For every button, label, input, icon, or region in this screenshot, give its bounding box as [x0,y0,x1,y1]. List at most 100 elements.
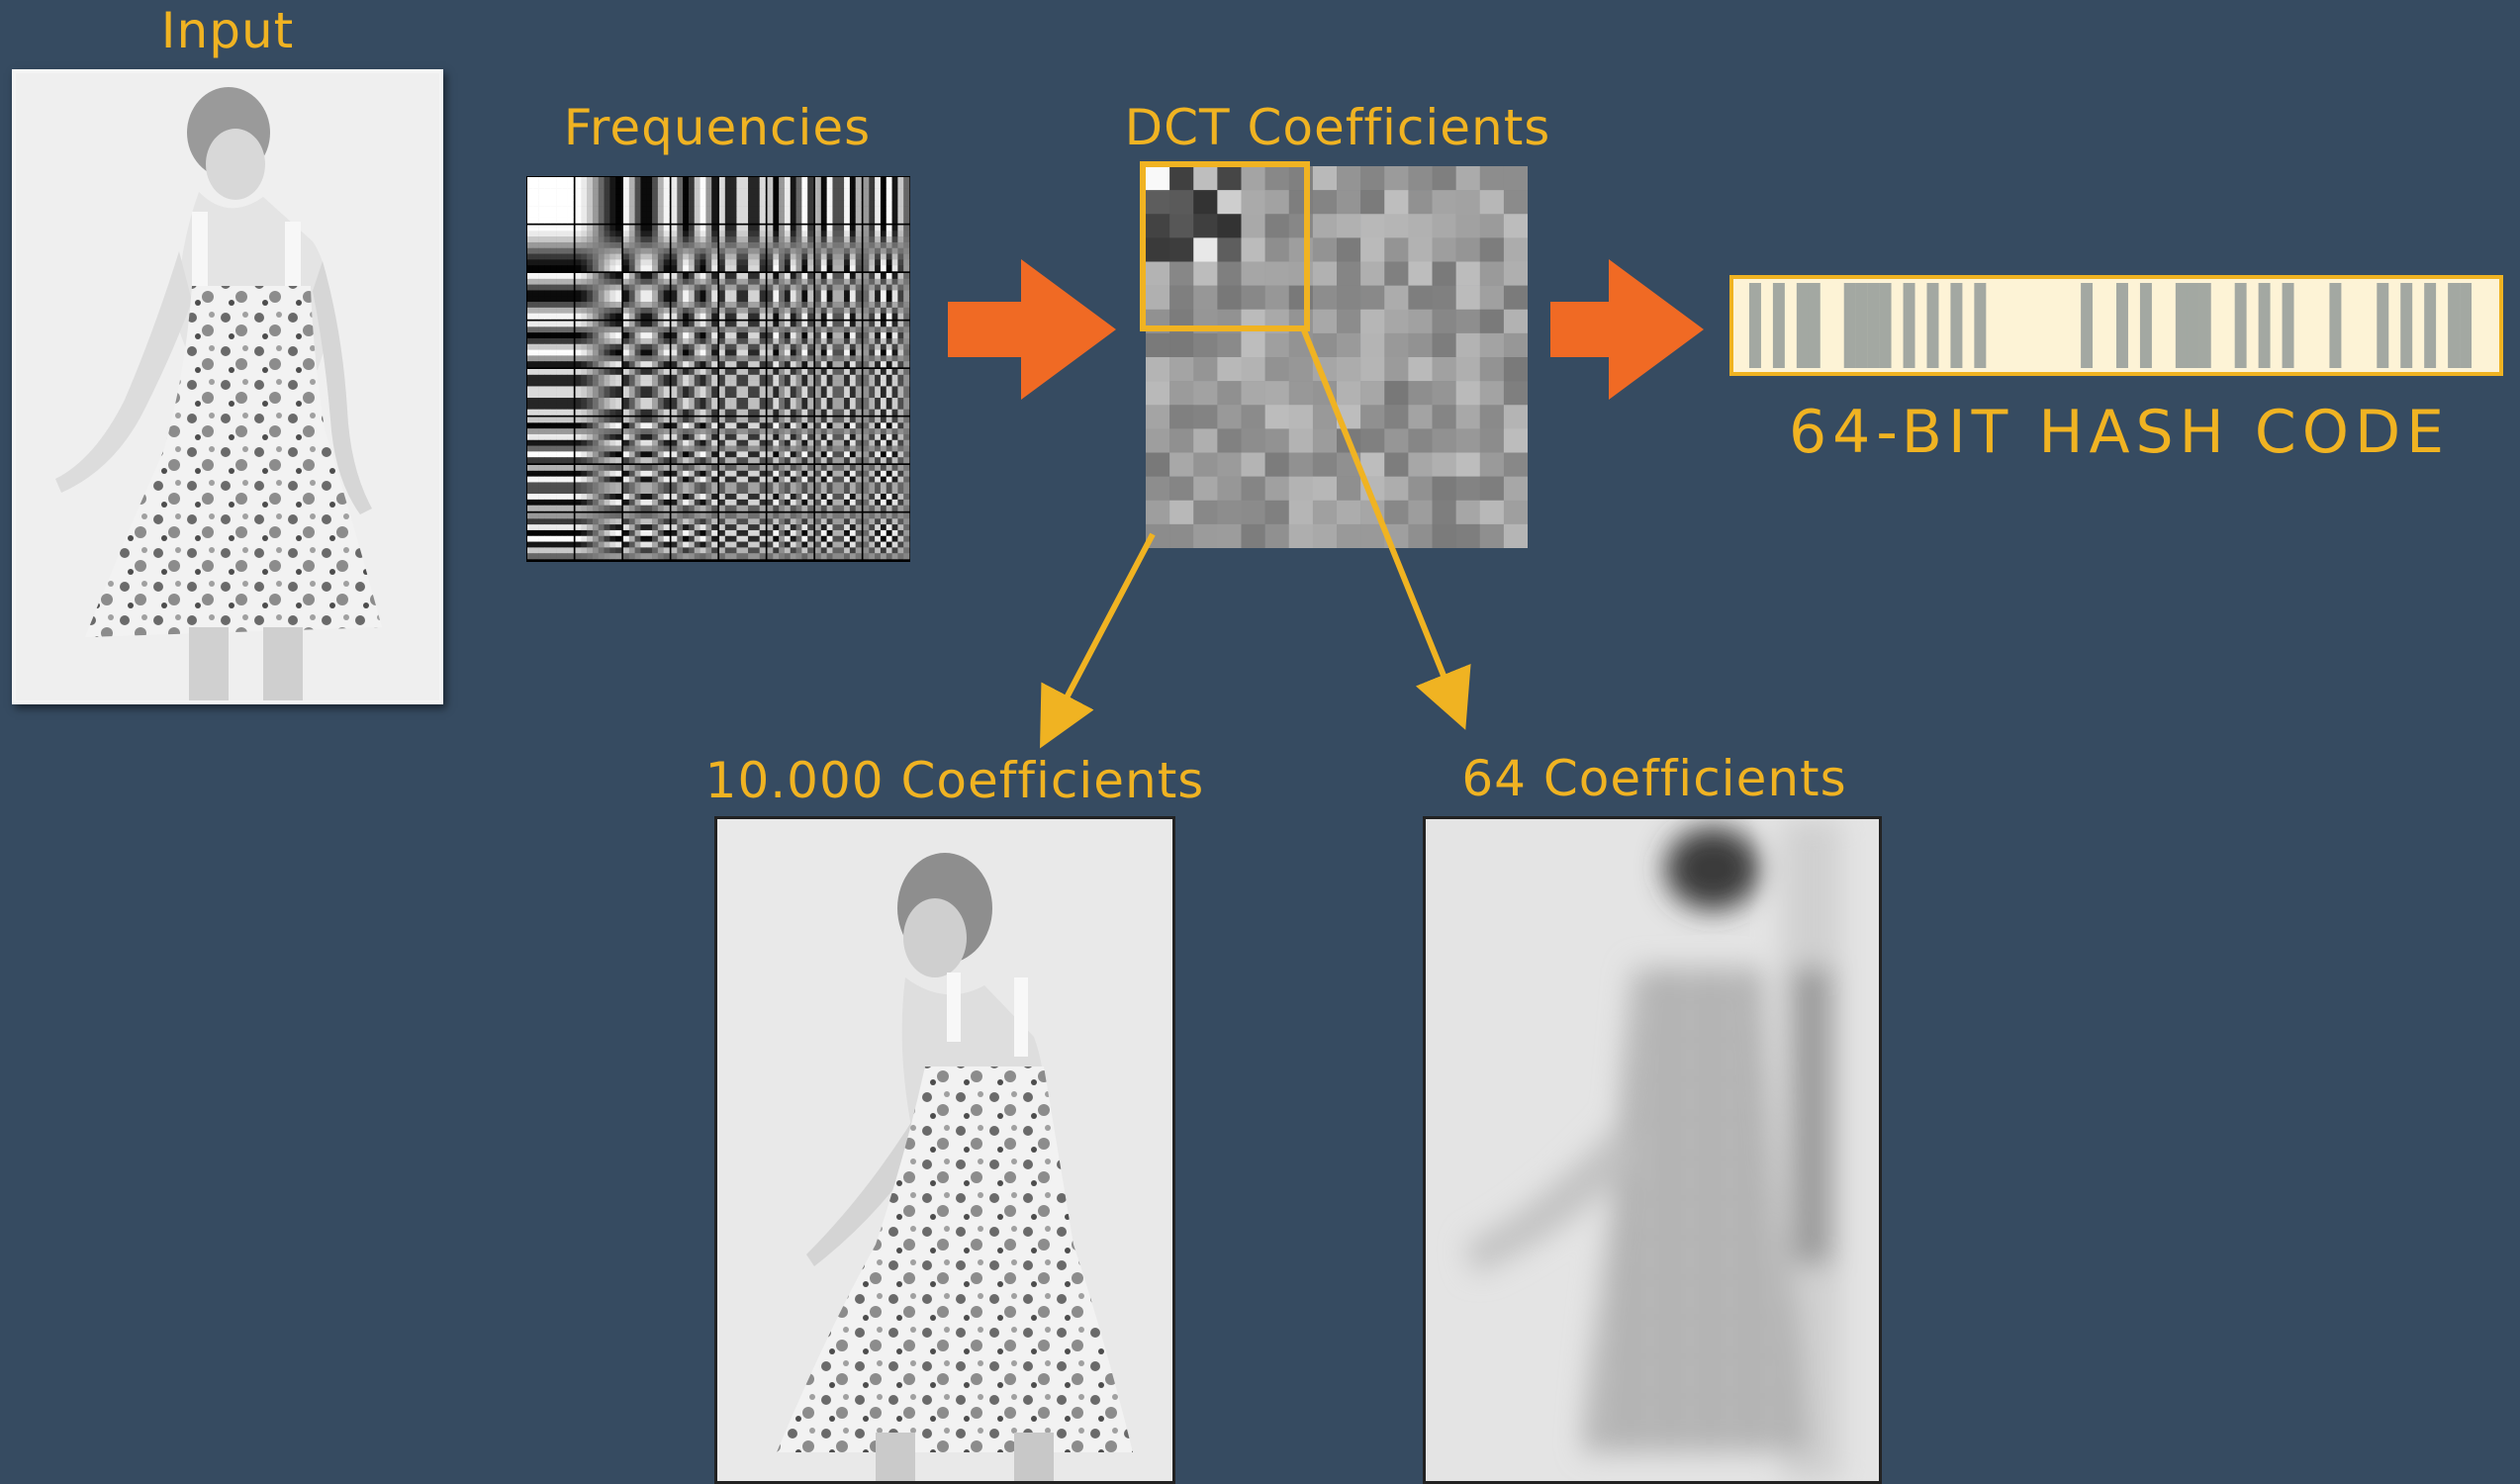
dct-coefficient-cell [1264,214,1290,238]
dct-coefficient-cell [1288,237,1314,262]
dct-coefficient-cell [1217,476,1242,502]
frequency-basis-tile [623,465,670,511]
dct-coefficient-cell [1432,332,1456,358]
dct-coefficient-cell [1503,285,1528,311]
dct-coefficient-cell [1312,261,1338,286]
frequency-basis-tile [527,321,574,368]
dct-coefficient-cell [1288,476,1314,502]
dct-coefficient-cell [1455,332,1481,358]
frequency-basis-tile [863,417,910,464]
frequency-basis-tile [719,273,766,320]
dct-coefficient-cell [1264,285,1290,311]
dct-coefficient-cell [1337,452,1361,477]
dct-coefficient-cell [1193,261,1218,286]
dct-coefficient-cell [1169,476,1194,502]
dct-coefficient-cell [1337,405,1361,429]
dct-coefficient-cell [1264,405,1290,429]
dct-coefficient-cell [1360,500,1385,525]
arrow-freq-to-dct [948,259,1116,400]
hash-bit [2341,283,2354,368]
dct-coefficient-cell [1193,190,1218,215]
dct-coefficient-cell [1146,166,1170,191]
dct-coefficient-cell [1337,214,1361,238]
dct-coefficient-cell [1360,357,1385,382]
frequency-basis-tile [719,321,766,368]
dct-coefficient-cell [1193,476,1218,502]
hash-bit [2210,283,2223,368]
dct-coefficient-cell [1432,357,1456,382]
dct-coefficient-cell [1432,237,1456,262]
frequency-basis-tile [815,417,862,464]
dct-coefficient-cell [1169,214,1194,238]
dct-coefficient-cell [1241,381,1265,406]
hash-bit [2472,283,2484,368]
dct-coefficient-cell [1312,332,1338,358]
frequency-basis-tile [575,321,622,368]
frequency-basis-tile [767,417,814,464]
dct-coefficient-cell [1146,190,1170,215]
frequency-basis-tile [815,225,862,272]
hash-bit [1820,283,1832,368]
dct-coefficient-cell [1479,428,1505,453]
dct-coefficient-cell [1169,237,1194,262]
dct-coefficient-cell [1479,261,1505,286]
dct-coefficient-cell [1241,452,1265,477]
dct-coefficient-cell [1455,523,1481,548]
frequency-basis-tile [815,465,862,511]
frequency-basis-tile [623,512,670,560]
dct-coefficient-cell [1264,381,1290,406]
dct-coefficient-cell [1312,357,1338,382]
dct-coefficient-cell [1146,309,1170,334]
dct-coefficient-cell [1384,452,1409,477]
dct-coefficient-cell [1217,261,1242,286]
dct-coefficient-cell [1264,166,1290,191]
frequency-basis-tile [575,177,622,224]
dct-coefficient-cell [1288,190,1314,215]
dct-coefficient-cell [1408,357,1433,382]
dct-coefficient-cell [1455,285,1481,311]
frequency-basis-tile [767,321,814,368]
dct-coefficient-cell [1384,405,1409,429]
dct-coefficient-cell [1384,237,1409,262]
hash-bit [2412,283,2425,368]
dct-coefficient-cell [1479,523,1505,548]
hash-bit [1808,283,1820,368]
frequency-basis-tile [767,369,814,416]
dct-coefficient-cell [1432,523,1456,548]
dct-coefficient-cell [1193,237,1218,262]
dct-coefficient-cell [1360,190,1385,215]
dct-coefficient-cell [1217,309,1242,334]
dct-coefficient-cell [1479,357,1505,382]
dct-coefficient-cell [1503,190,1528,215]
coefficients-64-title: 64 Coefficients [1461,750,1847,807]
dct-coefficient-cell [1337,428,1361,453]
dct-coefficient-cell [1455,357,1481,382]
dct-coefficient-cell [1479,332,1505,358]
dct-coefficient-cell [1337,190,1361,215]
hash-code-title: 64-BIT HASH CODE [1788,398,2451,467]
frequency-basis-tile [623,321,670,368]
dct-coefficient-cell [1146,476,1170,502]
hash-bit [2377,283,2389,368]
dct-coefficient-cell [1503,166,1528,191]
dress-figure-detailed [717,819,1172,1481]
arrow-to-10000 [1040,532,1156,749]
dct-coefficient-cell [1479,405,1505,429]
dct-coefficient-cell [1312,476,1338,502]
dct-coefficient-cell [1384,214,1409,238]
frequency-basis-tile [719,369,766,416]
frequency-basis-tile [815,321,862,368]
dct-coefficient-cell [1337,309,1361,334]
hash-bit [1998,283,2010,368]
dct-coefficient-cell [1169,405,1194,429]
dct-coefficient-cell [1479,190,1505,215]
dct-coefficient-cell [1455,405,1481,429]
hash-bit [2057,283,2070,368]
frequency-basis-tile [575,369,622,416]
dct-coefficient-cell [1432,428,1456,453]
dct-coefficient-cell [1408,190,1433,215]
hash-bit [2353,283,2366,368]
dct-coefficient-cell [1241,309,1265,334]
frequency-basis-tile [671,273,718,320]
dct-coefficient-cell [1146,285,1170,311]
